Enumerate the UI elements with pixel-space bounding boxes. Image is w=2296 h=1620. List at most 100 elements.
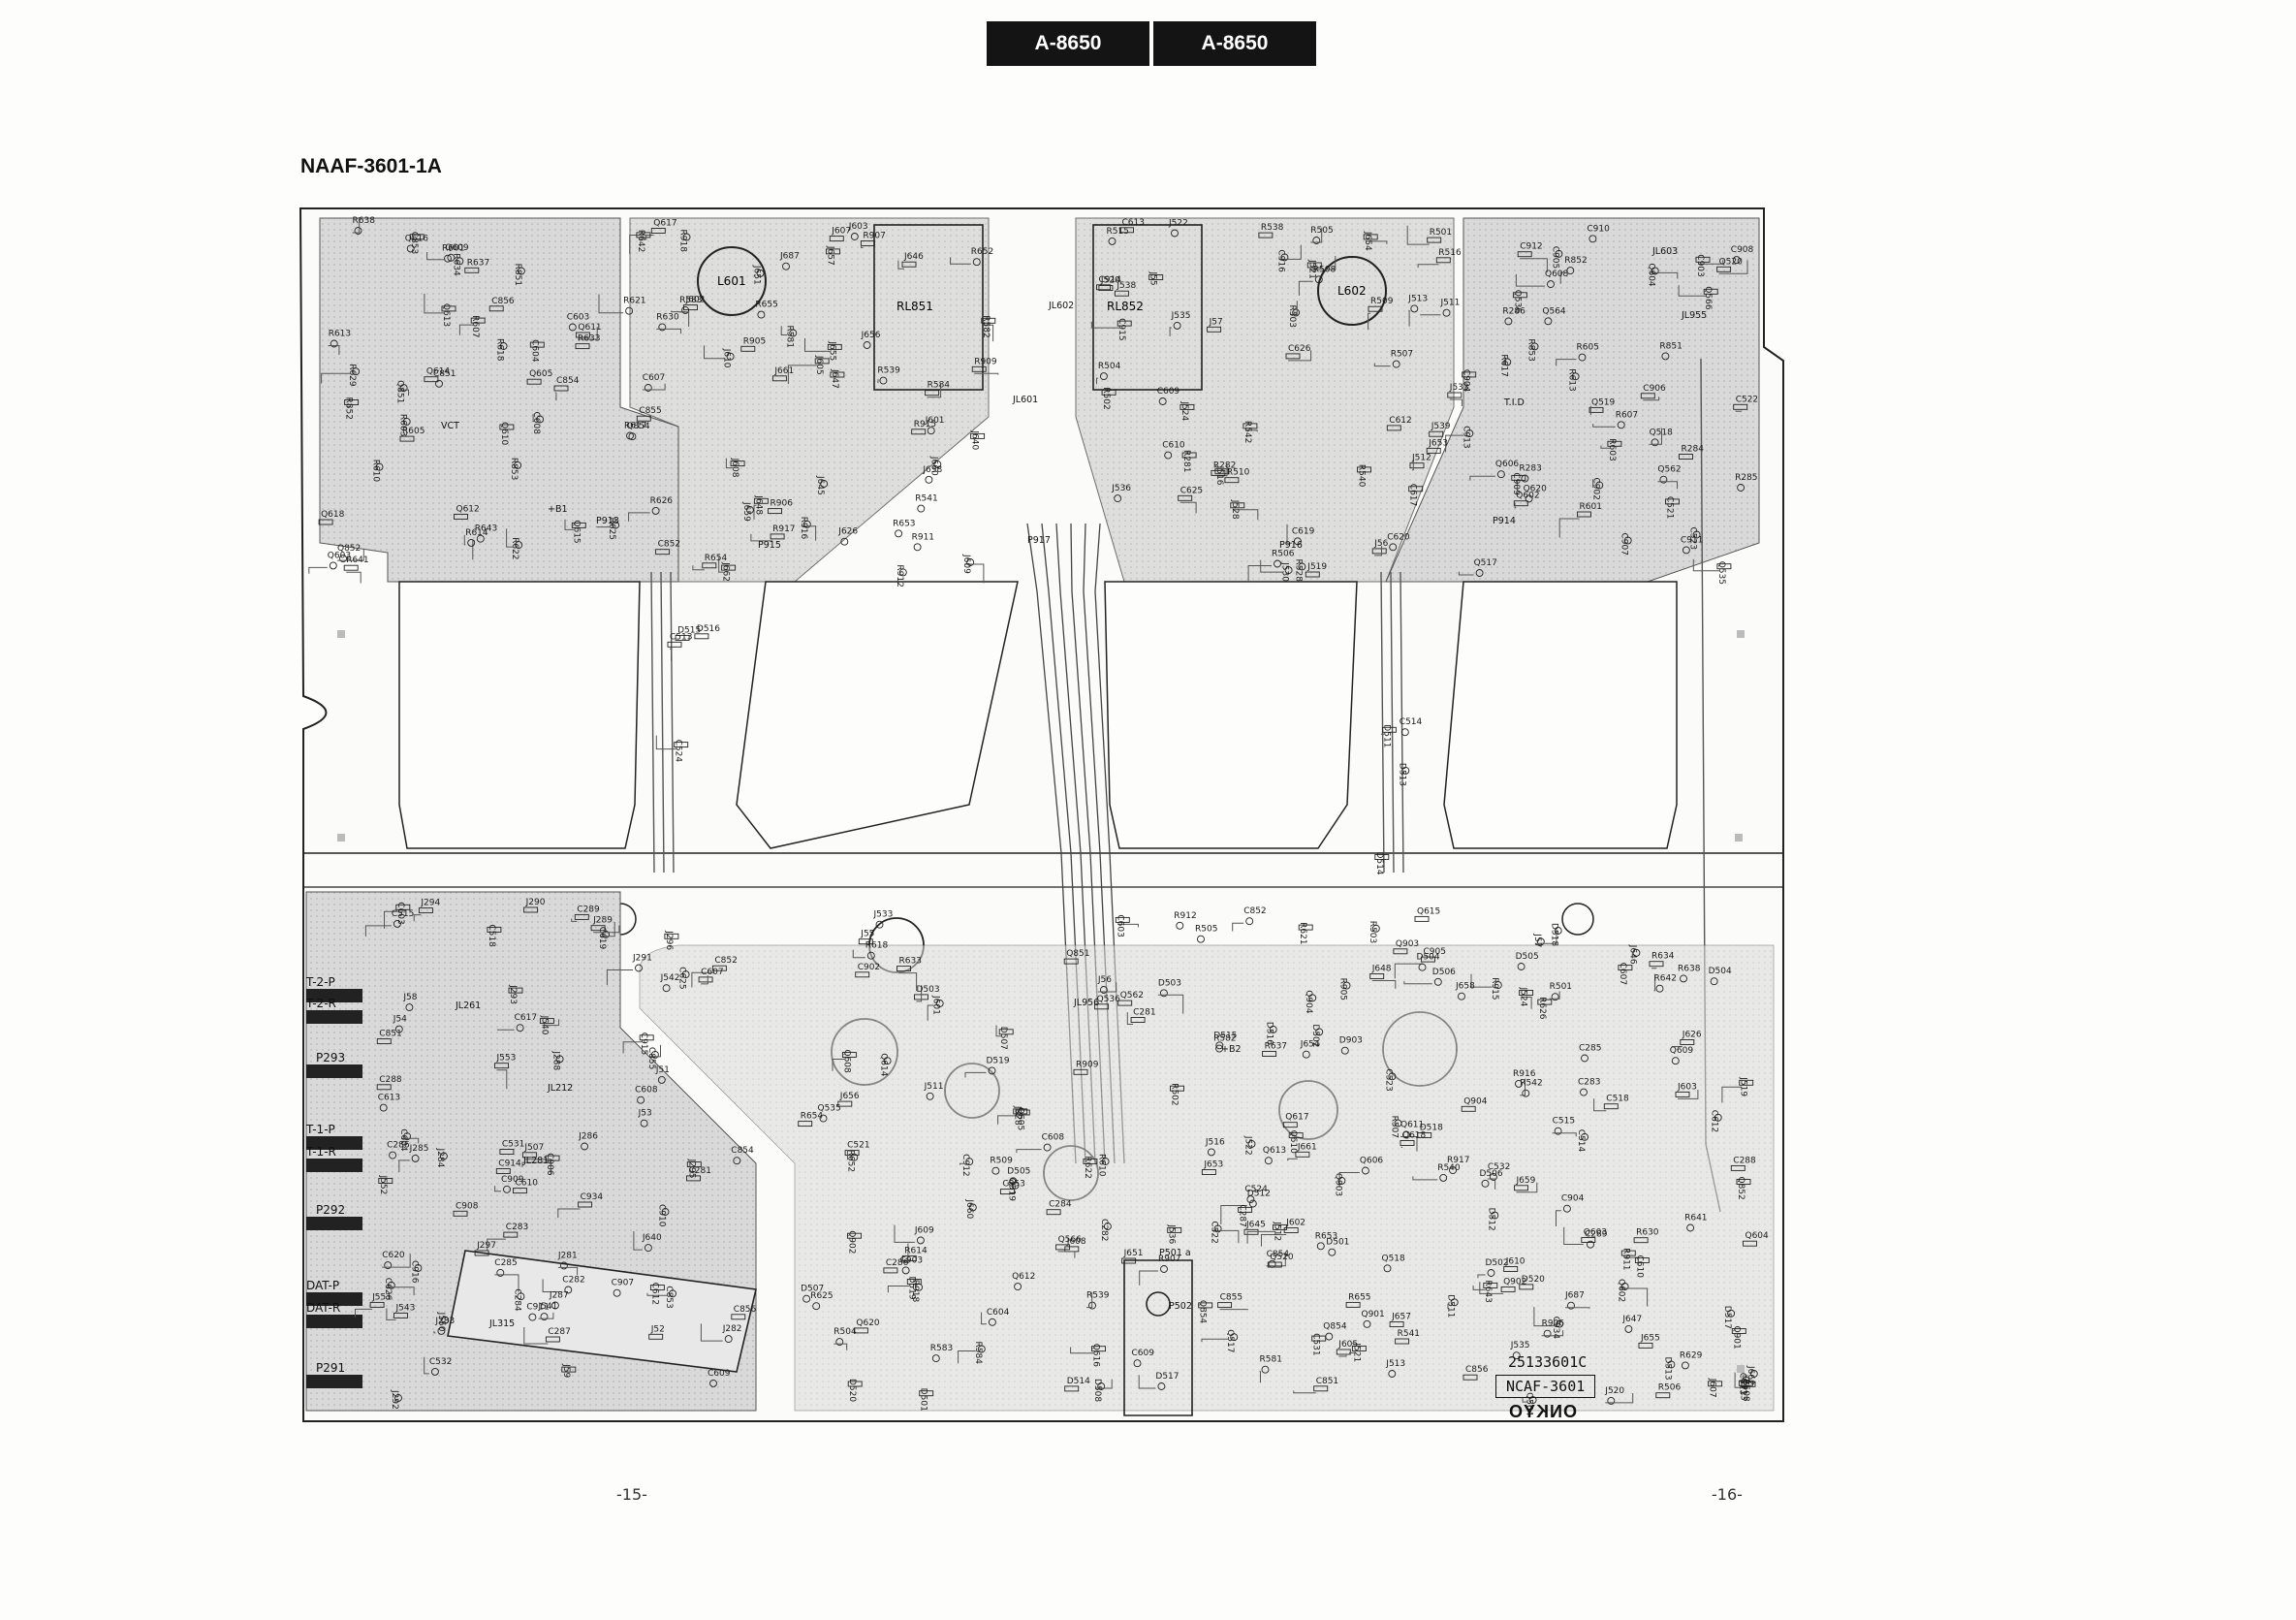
component-outline	[1011, 1181, 1020, 1190]
component-outline	[740, 345, 756, 352]
component-outline	[1655, 1392, 1671, 1399]
component-outline	[1433, 977, 1442, 986]
component-ref-label: J550	[436, 1312, 446, 1332]
component-outline	[467, 538, 476, 547]
pcb-trace	[1556, 1210, 1561, 1226]
component-outline	[602, 930, 611, 938]
component-outline	[1581, 1132, 1588, 1141]
pcb-trace	[1139, 1270, 1158, 1286]
component-outline	[635, 964, 643, 972]
component-ref-label: R506	[1272, 550, 1295, 559]
component-outline	[1566, 267, 1575, 275]
component-ref-label: J519	[1306, 562, 1327, 572]
component-ref-label: J653	[1428, 438, 1448, 448]
component-outline	[1130, 1017, 1146, 1023]
component-outline	[1450, 1298, 1459, 1307]
component-ref-label: J662	[1746, 1365, 1755, 1385]
component-outline	[581, 1142, 589, 1151]
component-ref-label: J640	[970, 429, 980, 450]
inductor-l601-label: L601	[717, 274, 746, 288]
component-ref-label: R506	[1658, 1383, 1682, 1393]
pcb-trace	[1521, 997, 1532, 1009]
component-ref-label: Q852	[337, 544, 361, 554]
component-outline	[545, 1155, 560, 1161]
component-outline	[612, 521, 620, 529]
component-outline	[895, 529, 903, 538]
component-ref-label: J520	[1100, 276, 1120, 286]
component-outline	[1580, 1088, 1588, 1096]
component-ref-label: D504	[1709, 967, 1732, 976]
component-outline	[1556, 1319, 1564, 1328]
misc-label: JL315	[488, 1318, 515, 1329]
component-outline	[802, 520, 811, 528]
component-outline	[343, 564, 359, 571]
component-outline	[1117, 320, 1132, 327]
component-ref-label: R626	[1537, 997, 1547, 1020]
component-outline	[1682, 546, 1690, 555]
component-outline	[1511, 474, 1526, 481]
component-outline	[1607, 440, 1622, 447]
component-ref-label: R906	[771, 499, 794, 509]
component-outline	[1117, 1000, 1133, 1006]
pcb-trace	[1219, 1309, 1248, 1311]
pcb-trace	[542, 1019, 560, 1027]
component-outline	[1401, 766, 1410, 775]
component-outline	[644, 1244, 652, 1253]
component-ref-label: J52	[650, 1324, 665, 1334]
component-ref-label: C515	[392, 909, 414, 919]
component-outline	[564, 1286, 573, 1294]
heatsink-cutout-left	[398, 581, 641, 849]
component-outline	[999, 1189, 1015, 1195]
component-outline	[1651, 438, 1659, 447]
pcb-trace	[1649, 428, 1662, 445]
component-ref-label: C610	[1162, 441, 1185, 451]
pcb-trace	[753, 504, 757, 520]
misc-label: JL602	[1048, 301, 1074, 311]
component-outline	[578, 1201, 593, 1208]
component-ref-label: C626	[383, 1278, 393, 1301]
component-ref-label: R622	[510, 537, 519, 559]
component-ref-label: R509	[990, 1157, 1013, 1166]
component-ref-label: D520	[1522, 1275, 1545, 1285]
component-outline	[1393, 948, 1408, 955]
component-outline	[812, 1302, 821, 1311]
component-ref-label: J646	[1627, 944, 1637, 965]
component-ref-label: J605	[1337, 1340, 1358, 1350]
component-outline	[1671, 1057, 1680, 1065]
component-ref-label: D519	[987, 1056, 1010, 1065]
pcb-trace	[1417, 264, 1439, 269]
component-ref-label: J656	[861, 331, 881, 340]
pcb-trace	[847, 1150, 849, 1160]
component-ref-label: R918	[678, 230, 688, 253]
component-ref-label: Q606	[1495, 460, 1520, 469]
misc-label: JL281	[522, 1156, 549, 1166]
pcb-trace	[1563, 1226, 1584, 1245]
page-number-left: -15-	[616, 1485, 647, 1504]
component-ref-label: R509	[1370, 297, 1394, 306]
component-outline	[1675, 1091, 1690, 1097]
component-ref-label: D513	[1397, 763, 1406, 786]
component-ref-label: C281	[689, 1166, 711, 1176]
component-outline	[1512, 292, 1527, 299]
pcb-trace	[1179, 501, 1197, 514]
component-outline	[1665, 498, 1680, 505]
component-ref-label: R542	[1242, 421, 1252, 443]
component-outline	[925, 390, 940, 397]
component-outline	[1315, 1028, 1324, 1036]
component-outline	[1171, 229, 1179, 238]
component-ref-label: J524	[1519, 987, 1528, 1007]
component-ref-label: J513	[1407, 294, 1428, 303]
pcb-trace	[321, 372, 351, 384]
pcb-trace	[832, 1059, 845, 1071]
component-outline	[1302, 1050, 1310, 1059]
component-outline	[1392, 360, 1400, 368]
component-ref-label: D506	[1432, 968, 1456, 977]
terminal-label: DAT-P	[306, 1279, 339, 1292]
component-outline	[711, 965, 727, 971]
component-outline	[650, 1050, 659, 1059]
component-ref-label: C855	[646, 1047, 656, 1069]
component-ref-label: R607	[470, 315, 480, 337]
component-outline	[998, 1029, 1014, 1035]
pcb-trace	[638, 234, 647, 240]
component-outline	[464, 267, 480, 273]
